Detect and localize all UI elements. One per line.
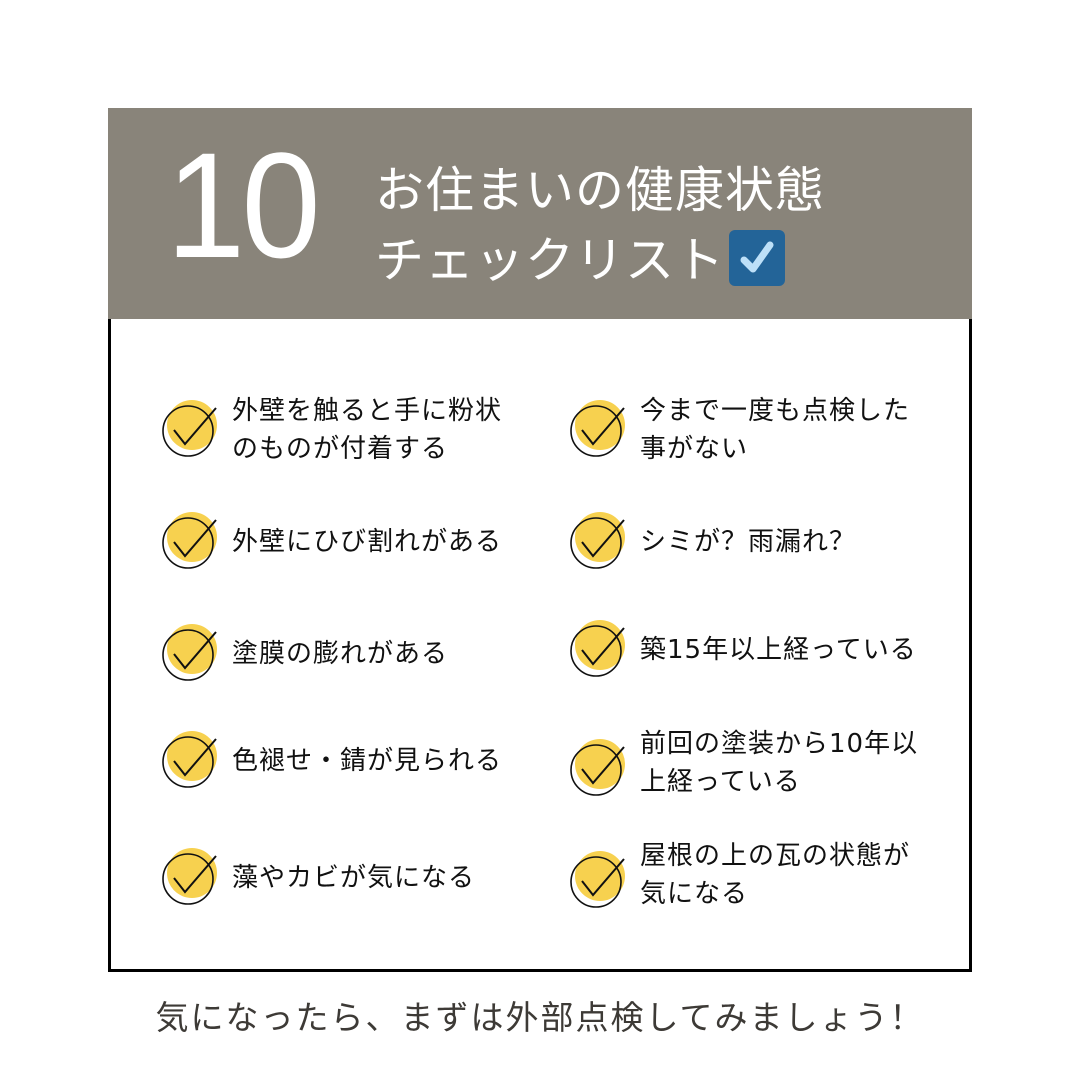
checklist-item: 築15年以上経っている [568, 620, 917, 680]
header-banner: 10 お住まいの健康状態 チェックリスト [108, 108, 972, 319]
checklist-item-text: 前回の塗装から10年以 上経っている [640, 729, 919, 797]
item-count: 10 [166, 121, 321, 289]
yellow-check-circle-icon [568, 400, 628, 460]
checklist-item: 色褪せ・錆が見られる [160, 731, 502, 791]
checklist-item: 今まで一度も点検した 事がない [568, 392, 910, 468]
checklist-item: 前回の塗装から10年以 上経っている [568, 725, 918, 801]
checklist-item: 藻やカビが気になる [160, 848, 475, 908]
yellow-check-circle-icon [568, 739, 628, 799]
checklist-item-text: シミが？雨漏れ？ [640, 527, 857, 557]
yellow-check-circle-icon [160, 731, 220, 791]
checklist-item-text: 色褪せ・錆が見られる [232, 746, 503, 776]
checklist-item: シミが？雨漏れ？ [568, 512, 856, 572]
yellow-check-circle-icon [568, 512, 628, 572]
checklist-item: 外壁を触ると手に粉状 のものが付着する [160, 392, 502, 468]
checklist-item: 屋根の上の瓦の状態が 気になる [568, 837, 910, 913]
checklist-item-text: 外壁を触ると手に粉状 のものが付着する [232, 396, 503, 464]
checklist-item: 外壁にひび割れがある [160, 512, 502, 572]
yellow-check-circle-icon [568, 620, 628, 680]
checklist-item-text: 今まで一度も点検した 事がない [640, 396, 911, 464]
title-line-2: チェックリスト [375, 226, 825, 296]
checklist-item-text: 藻やカビが気になる [232, 863, 476, 893]
checklist-card [108, 319, 972, 972]
yellow-check-circle-icon [160, 848, 220, 908]
yellow-check-circle-icon [568, 851, 628, 911]
title-line-1: お住まいの健康状態 [375, 162, 826, 219]
page-title: お住まいの健康状態 チェックリスト [375, 156, 825, 296]
checklist-item-text: 築15年以上経っている [640, 635, 917, 665]
checklist-item-text: 屋根の上の瓦の状態が 気になる [640, 841, 911, 909]
yellow-check-circle-icon [160, 624, 220, 684]
title-line-2-text: チェックリスト [375, 232, 726, 289]
yellow-check-circle-icon [160, 512, 220, 572]
checklist-item-text: 塗膜の膨れがある [232, 639, 449, 669]
checklist-item-text: 外壁にひび割れがある [232, 527, 503, 557]
yellow-check-circle-icon [160, 400, 220, 460]
checklist-item: 塗膜の膨れがある [160, 624, 448, 684]
check-box-icon [729, 229, 786, 286]
footer-call-to-action: 気になったら、まずは外部点検してみましょう！ [155, 998, 925, 1037]
